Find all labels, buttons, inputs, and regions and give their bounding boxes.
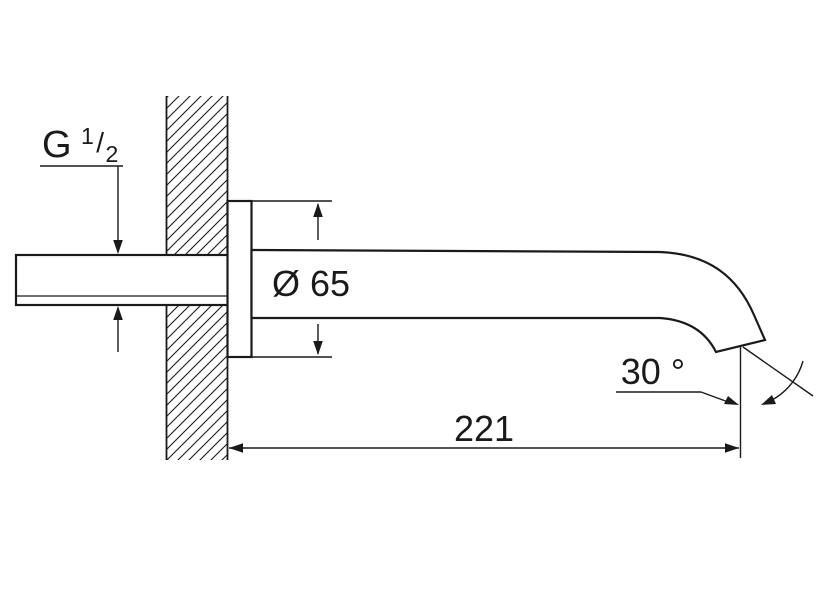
arrowhead-right-icon	[725, 443, 739, 453]
wall-flange	[226, 199, 253, 359]
arrowhead-arc-icon	[761, 395, 776, 405]
length-label: 221	[454, 408, 514, 449]
arrowhead-down-icon	[313, 341, 323, 355]
thread-slash: /	[96, 127, 104, 158]
spout-assembly	[14, 199, 767, 359]
angle-annotation: 30 °	[616, 346, 814, 405]
spout-body	[250, 248, 767, 354]
inlet-pipe	[14, 253, 230, 307]
length-dimension: 221	[229, 347, 742, 458]
arrowhead-right-icon	[724, 396, 739, 405]
arrowhead-down-icon	[113, 240, 123, 254]
diameter-label: Ø 65	[272, 263, 350, 304]
thread-prefix: G	[42, 124, 72, 166]
thread-denominator: 2	[106, 141, 119, 167]
angle-arc	[762, 360, 804, 405]
arrowhead-up-icon	[113, 306, 123, 320]
arrowhead-left-icon	[229, 443, 243, 453]
thread-size-label: G 1 / 2	[42, 123, 118, 167]
arrowhead-up-icon	[313, 203, 323, 217]
outlet-direction-line	[742, 346, 814, 397]
diameter-dimension: Ø 65	[252, 200, 350, 358]
thread-numerator: 1	[81, 123, 94, 149]
thread-dimension: G 1 / 2	[40, 123, 123, 352]
angle-label: 30 °	[621, 351, 685, 392]
